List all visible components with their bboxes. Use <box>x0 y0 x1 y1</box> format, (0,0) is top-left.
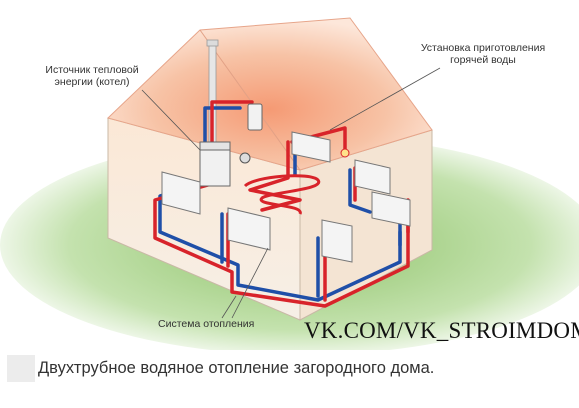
radiator-upper-center <box>291 131 331 163</box>
roof-ridge <box>199 29 301 171</box>
boiler-top <box>199 141 231 151</box>
hot-water-label: Установка приготовления горячей воды <box>420 42 546 66</box>
heating-system-label: Система отопления <box>158 318 255 330</box>
hot-water-outlet <box>340 148 350 158</box>
radiator-upper-right <box>354 159 391 195</box>
water-heater <box>247 103 263 131</box>
pump <box>239 152 251 164</box>
chimney-cap <box>206 39 219 47</box>
watermark: VK.COM/VK_STROIMDOM <box>304 318 579 343</box>
caption-bar: Двухтрубное водяное отопление загородног… <box>0 352 579 408</box>
house-roof <box>107 17 433 171</box>
leader-lines <box>141 67 441 319</box>
radiators <box>161 131 411 263</box>
radiator-front-right <box>321 219 353 263</box>
heat-source-label: Источник тепловой энергии (котел) <box>45 64 139 88</box>
radiator-right <box>371 191 411 227</box>
boiler <box>199 147 231 187</box>
caption-text: Двухтрубное водяное отопление загородног… <box>38 359 435 377</box>
radiator-front-center <box>227 207 271 251</box>
caption-placeholder <box>7 355 35 382</box>
radiator-front-left <box>161 171 201 215</box>
floor-coil <box>243 174 320 215</box>
heating-diagram <box>0 17 579 350</box>
